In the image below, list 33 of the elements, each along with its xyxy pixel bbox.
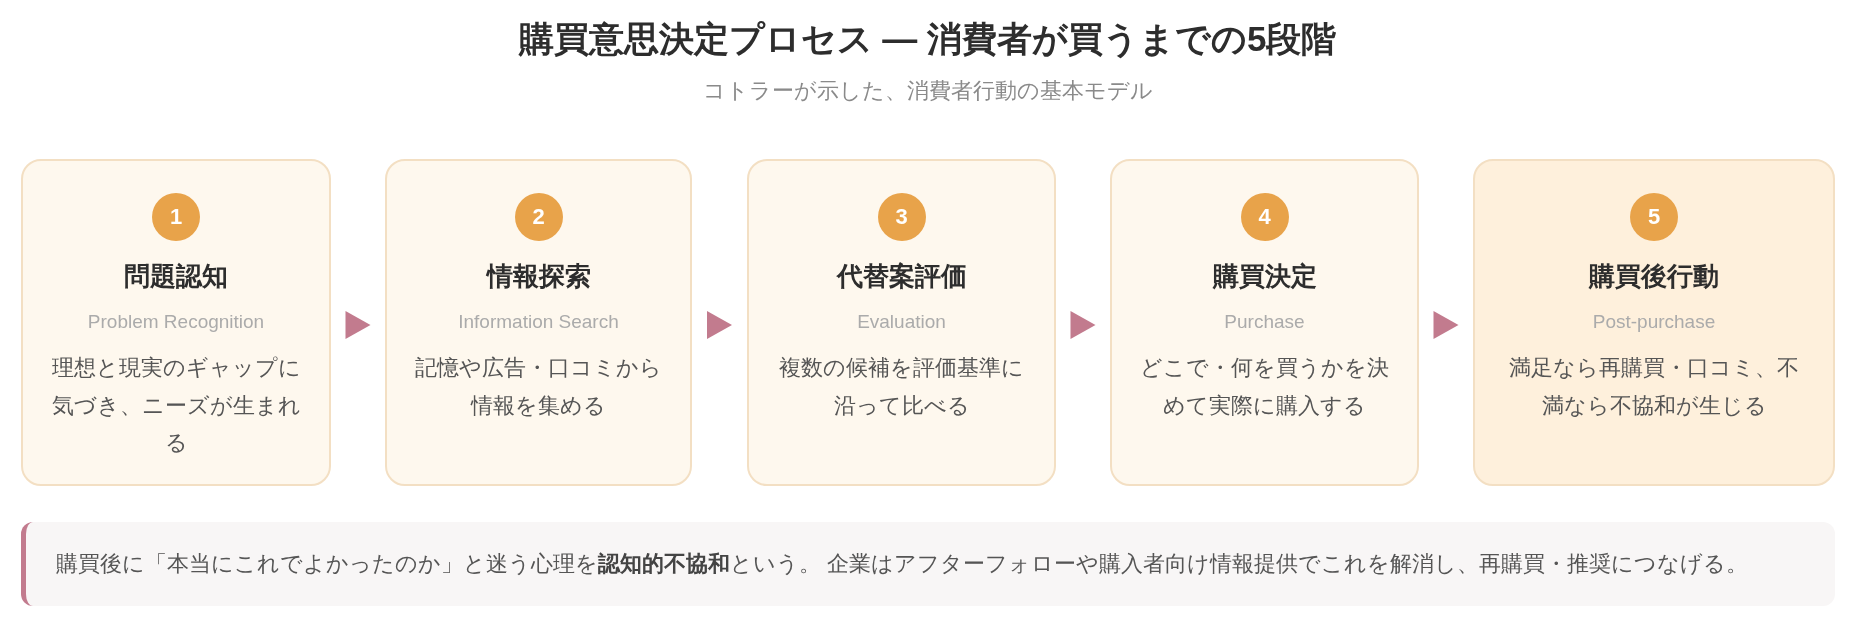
step-card [385, 159, 692, 486]
step-title: 代替案評価 [836, 260, 967, 293]
arrow [1433, 311, 1459, 339]
step-card [747, 159, 1056, 486]
subtitle: コトラーが示した、消費者行動の基本モデル [702, 78, 1153, 103]
step-subtitle: Information Search [458, 310, 619, 334]
step-description: 記憶や広告・口コミから情報を集める [414, 354, 663, 420]
step-description: 理想と現実のギャップに気づき、ニーズが生まれる [50, 354, 302, 457]
step-title: 情報探索 [486, 260, 591, 293]
step-number-badge: 3 [877, 193, 926, 241]
step-description: どこで・何を買うかを決めて実際に購入する [1139, 354, 1390, 420]
step-card [21, 159, 331, 486]
title: 購買意思決定プロセス — 消費者が買うまでの5段階 [518, 19, 1337, 58]
step-subtitle: Purchase [1224, 310, 1305, 334]
arrow [345, 311, 371, 339]
step-subtitle: Post-purchase [1592, 310, 1716, 334]
step-description: 満足なら再購買・口コミ、不満なら不協和が生じる [1508, 354, 1800, 420]
step-description: 複数の候補を評価基準に沿って比べる [778, 354, 1025, 420]
step-title: 購買後行動 [1589, 260, 1719, 293]
step-card [1110, 159, 1419, 486]
step-subtitle: Problem Recognition [87, 310, 265, 334]
step-number-badge: 5 [1630, 193, 1678, 241]
step-subtitle: Evaluation [857, 310, 946, 334]
step-title: 問題認知 [124, 260, 228, 293]
note-text: 購買後に「本当にこれでよかったのか」と迷う心理を認知的不協和という。 企業はアフターフォローや購入者向け情報提供でこれを解消し、再購買・推奨につなげる。 [56, 550, 1749, 578]
arrow [707, 311, 732, 339]
step-number-badge: 2 [514, 193, 563, 241]
step-number-badge: 1 [152, 193, 200, 241]
note-box [21, 522, 1835, 606]
step-card [1473, 159, 1835, 486]
step-title: 購買決定 [1212, 260, 1317, 293]
step-number-badge: 4 [1240, 193, 1289, 241]
arrow [1070, 311, 1096, 339]
